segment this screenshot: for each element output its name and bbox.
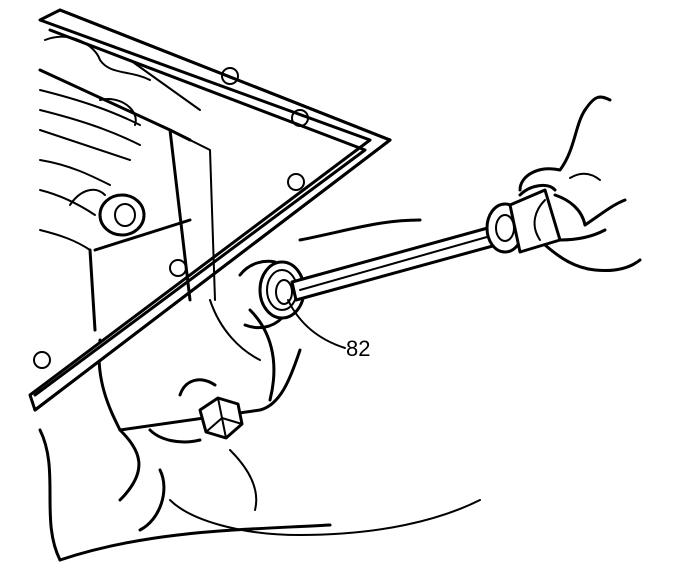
callout-label: 82 bbox=[346, 336, 370, 361]
callout-82: 82 bbox=[287, 299, 370, 361]
transmission-case bbox=[38, 218, 481, 562]
drain-bolt bbox=[178, 378, 244, 440]
case-boss bbox=[98, 193, 146, 237]
flange-hole-3 bbox=[287, 173, 305, 191]
valve-body-details bbox=[38, 35, 216, 332]
seal-removal-tool bbox=[290, 188, 562, 302]
flange-hole-1 bbox=[221, 67, 239, 85]
flange-hole-4 bbox=[169, 259, 187, 277]
flange-hole-5 bbox=[33, 351, 51, 369]
hand bbox=[518, 95, 642, 272]
flange-hole-2 bbox=[291, 109, 309, 127]
callout-leader bbox=[287, 299, 346, 349]
oil-pan-flange bbox=[28, 8, 392, 412]
